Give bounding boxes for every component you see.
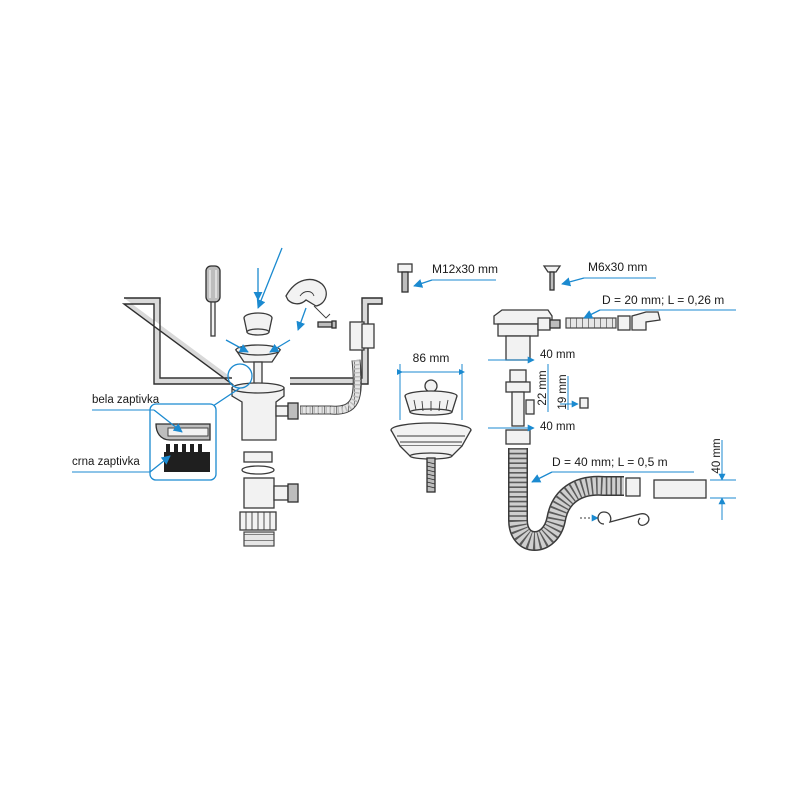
corrugated-pipe-stub — [243, 531, 275, 547]
screwdriver-icon — [205, 265, 221, 337]
dim-40-mid-label: 40 mm — [540, 421, 575, 433]
dim-40-top-label: 40 mm — [540, 349, 575, 361]
cap-piece — [579, 397, 589, 409]
width-86-label: 86 mm — [413, 351, 450, 365]
sink-section: bela zaptivka crna zaptivka — [72, 247, 383, 547]
crna-zaptivka-label: crna zaptivka — [72, 456, 140, 468]
sink-basin — [121, 297, 383, 385]
bela-zaptivka-label: bela zaptivka — [92, 394, 160, 406]
screw-icon — [317, 320, 337, 329]
m12-screw-label: M12x30 mm — [432, 262, 498, 276]
overflow-hose-horizontal — [565, 311, 661, 331]
overflow-hose — [300, 321, 375, 415]
siphon-hose — [508, 448, 641, 551]
dim-40-right-label: 40 mm — [711, 438, 723, 473]
hand-icon — [285, 278, 331, 319]
strainer-basket — [404, 379, 458, 416]
siphon-section: M12x30 mm M6x30 mm D = 20 mm; L = 0,26 m — [397, 260, 736, 551]
hook-clip-icon — [597, 511, 650, 526]
vertical-pipe — [505, 335, 535, 445]
washer — [241, 451, 275, 475]
t-fitting — [243, 477, 299, 509]
drain-flange — [234, 344, 282, 385]
drain-body — [231, 382, 299, 441]
strainer-section: 86 mm — [390, 351, 472, 493]
m6-screw-label: M6x30 mm — [588, 260, 647, 274]
dim-19-label: 19 mm — [557, 374, 569, 409]
m6-screw-icon — [542, 265, 562, 291]
m12-screw-icon — [397, 263, 413, 293]
nut — [239, 511, 277, 531]
strainer-flange — [390, 422, 472, 460]
bracket-piece — [653, 479, 707, 499]
siphon-hose-label: D = 40 mm; L = 0,5 m — [552, 455, 668, 469]
strainer-basket-icon — [243, 312, 273, 336]
overflow-hose-label: D = 20 mm; L = 0,26 m — [602, 293, 724, 307]
dim-22-label: 22 mm — [537, 370, 549, 405]
overflow-head — [493, 309, 561, 337]
threaded-rod — [426, 457, 436, 493]
